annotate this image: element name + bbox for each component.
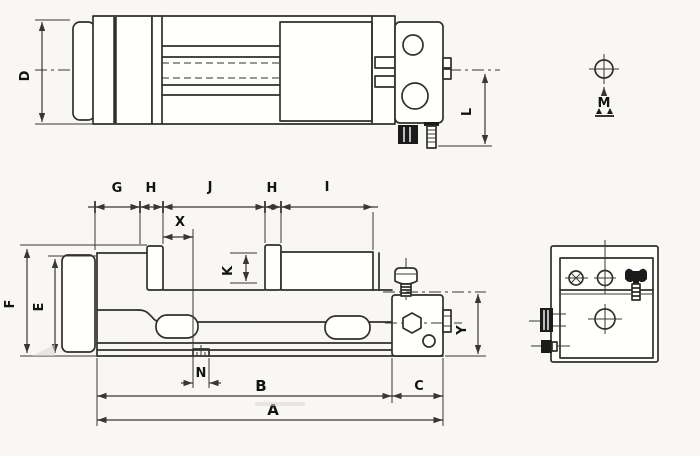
detail-mark: [607, 108, 613, 114]
side-tab: [442, 309, 452, 333]
small-hole: [422, 334, 436, 348]
side-wing-screw: [625, 268, 647, 301]
plan-end-bracket: [394, 21, 452, 149]
dim-label-g: G: [112, 181, 123, 196]
knob-large: [540, 308, 553, 332]
front-jaw-bracket: [61, 254, 96, 353]
front-body: [96, 252, 444, 357]
bearing-block: [374, 75, 396, 88]
dim-D: D: [18, 19, 93, 125]
dim-F-E: F E: [3, 244, 147, 357]
movable-jaw-plate: [264, 244, 282, 291]
handle-knob: [398, 125, 418, 144]
dim-N: N: [181, 358, 221, 388]
dim-B-C-A: B C A: [96, 358, 444, 426]
dim-label-h2: H: [267, 181, 278, 196]
plan-carriage: [279, 21, 373, 122]
dim-label-y: Y: [455, 325, 470, 336]
dim-label-d: D: [18, 70, 33, 81]
bearing-block: [374, 56, 396, 69]
clamp-screw: [394, 267, 418, 297]
dim-X: X: [163, 215, 194, 388]
base-slot: [155, 314, 199, 339]
end-bracket-tab: [442, 57, 452, 69]
side-center-bore: [588, 304, 622, 334]
knob-collar: [551, 341, 558, 352]
dim-label-c: C: [414, 379, 424, 394]
keyway-notch: [192, 345, 210, 361]
scan-smudge: [255, 402, 305, 406]
plan-fixed-jaw-block: [92, 15, 153, 125]
front-end-bracket: [383, 258, 486, 357]
dim-label-h1: H: [146, 181, 157, 196]
dim-label-e: E: [32, 303, 47, 312]
scan-smudge: [32, 344, 55, 356]
stud-collar: [424, 122, 439, 126]
side-top-holes: [565, 240, 647, 301]
side-left-knobs: [529, 308, 570, 353]
dim-chain-GHJHI: G H J H I: [88, 180, 378, 250]
plan-lead-screw: [161, 45, 281, 96]
fixed-jaw-plate: [146, 245, 164, 291]
end-bracket-tab: [442, 68, 452, 80]
dim-label-i: I: [325, 180, 330, 195]
dim-label-l: L: [460, 108, 475, 116]
front-view: G H J H I X K F E: [3, 180, 486, 426]
dim-label-j: J: [207, 180, 213, 195]
knob-body: [398, 125, 418, 144]
dim-label-f: F: [3, 300, 18, 309]
dim-Y: Y: [445, 294, 486, 357]
side-inner-plate: [559, 257, 654, 359]
dim-K: K: [221, 252, 257, 284]
screw-cap: [394, 267, 418, 285]
dim-label-n: N: [196, 366, 207, 381]
wing-screw-head: [625, 268, 647, 284]
threaded-stud: [424, 122, 439, 149]
detail-mark: [596, 108, 602, 114]
plan-fixed-jaw-bracket: [72, 21, 96, 121]
dim-L: L: [438, 74, 492, 147]
dim-label-m: M: [598, 96, 611, 111]
front-carriage: [280, 251, 374, 291]
dim-label-b: B: [255, 377, 266, 395]
thread-detail: M: [589, 54, 619, 117]
hex-socket: [402, 312, 422, 334]
side-view: [529, 240, 659, 363]
dim-label-x: X: [175, 215, 185, 230]
end-bracket-hole-small: [402, 34, 424, 56]
base-slot: [324, 315, 371, 340]
stud-body: [426, 125, 437, 149]
plan-view: D L: [18, 15, 500, 149]
end-bracket-hole-large: [401, 82, 429, 110]
dim-label-k: K: [221, 265, 236, 276]
knob-small: [541, 340, 552, 353]
